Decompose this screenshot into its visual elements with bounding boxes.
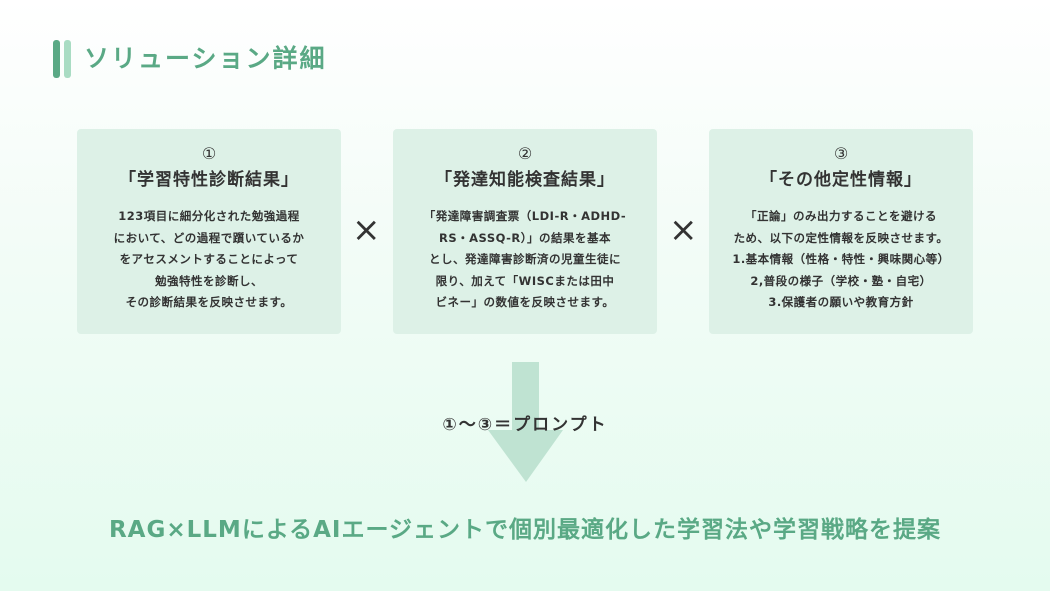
- card-line: をアセスメントすることによって: [119, 252, 299, 266]
- title-accent-bar-light: [64, 40, 71, 78]
- card-body: 123項目に細分化された勉強過程 において、どの過程で躓いているか をアセスメン…: [77, 206, 341, 314]
- card-developmental-test: ② 「発達知能検査結果」 「発達障害調査票（LDI-R・ADHD- RS・ASS…: [393, 129, 657, 334]
- prompt-label: ①〜③＝プロンプト: [442, 415, 608, 435]
- card-line: 123項目に細分化された勉強過程: [118, 209, 300, 223]
- card-line: RS・ASSQ-R）」の結果を基本: [439, 230, 611, 245]
- card-number: ③: [833, 144, 849, 163]
- multiply-icon: ×: [352, 210, 381, 250]
- card-body: 「発達障害調査票（LDI-R・ADHD- RS・ASSQ-R）」の結果を基本 と…: [393, 206, 657, 314]
- page-title: ソリューション詳細: [84, 44, 327, 73]
- card-line: 限り、加えて「WISCまたは田中: [435, 273, 615, 288]
- title-accent-bar: [53, 40, 60, 78]
- card-line: ビネー」の数値を反映させます。: [435, 295, 615, 309]
- card-line: 勉強特性を診断し、: [155, 273, 263, 288]
- card-line: において、どの過程で躓いているか: [113, 230, 305, 245]
- card-qualitative-info: ③ 「その他定性情報」 「正論」のみ出力することを避ける ため、以下の定性情報を…: [709, 129, 973, 334]
- card-line: 「発達障害調査票（LDI-R・ADHD-: [423, 209, 627, 223]
- card-line: ため、以下の定性情報を反映させます。: [733, 230, 949, 245]
- down-arrow-icon: [488, 362, 563, 482]
- card-line: その診断結果を反映させます。: [125, 295, 293, 309]
- conclusion-text: RAG×LLMによるAIエージェントで個別最適化した学習法や学習戦略を提案: [108, 517, 942, 543]
- card-number: ①: [201, 144, 217, 163]
- card-line: 2,普段の様子（学校・塾・自宅）: [750, 273, 932, 288]
- multiply-icon: ×: [669, 210, 698, 250]
- card-line: とし、発達障害診断済の児童生徒に: [429, 252, 621, 266]
- card-title: 「その他定性情報」: [760, 170, 922, 190]
- card-learning-traits: ① 「学習特性診断結果」 123項目に細分化された勉強過程 において、どの過程で…: [77, 129, 341, 334]
- card-line: 3.保護者の願いや教育方針: [768, 295, 914, 309]
- card-line: 「正論」のみ出力することを避ける: [745, 209, 937, 223]
- card-title: 「学習特性診断結果」: [119, 170, 299, 190]
- card-body: 「正論」のみ出力することを避ける ため、以下の定性情報を反映させます。 1.基本…: [709, 206, 973, 314]
- card-title: 「発達知能検査結果」: [435, 170, 615, 190]
- card-number: ②: [517, 144, 533, 163]
- card-line: 1.基本情報（性格・特性・興味関心等）: [732, 252, 950, 266]
